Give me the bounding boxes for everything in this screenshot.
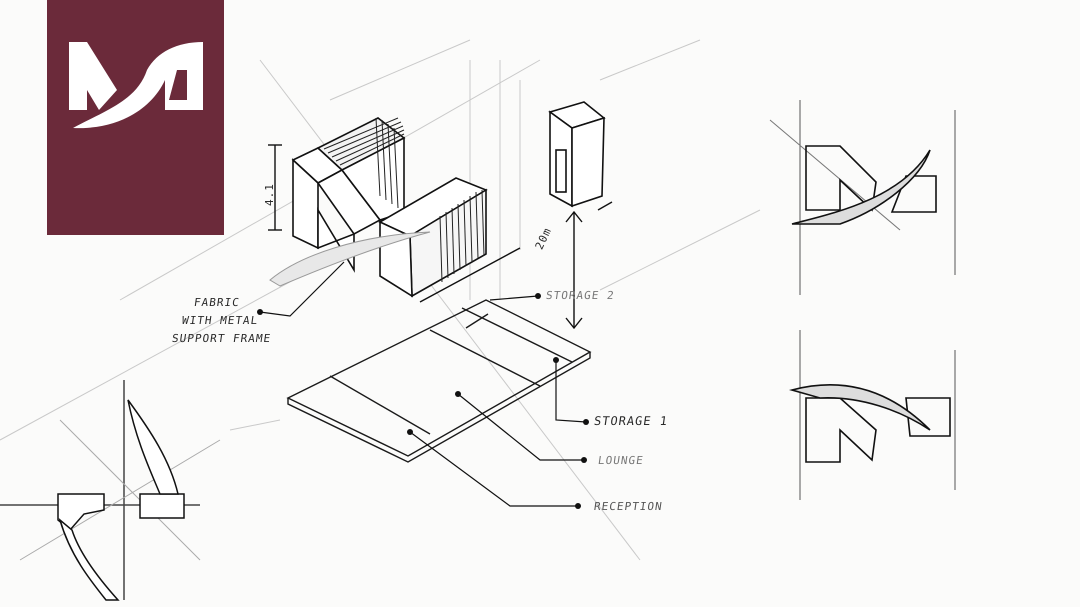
storage-tower: [548, 101, 606, 208]
label-lounge: LOUNGE: [597, 454, 645, 467]
label-fabric-line3: SUPPORT FRAME: [171, 332, 273, 345]
label-dimension-height: 4.1: [262, 183, 276, 206]
right-block-hatching: [439, 189, 485, 283]
logo-construction-sketch-left: [0, 380, 221, 601]
dimension-markers: [268, 144, 613, 330]
logo-sketch-top-right: [769, 100, 956, 295]
construction-lines: [0, 39, 761, 561]
label-fabric-line2: WITH METAL: [181, 314, 260, 327]
brand-logo: [47, 0, 224, 235]
label-storage-1: STORAGE 1: [593, 414, 670, 428]
left-block-hatching: [323, 117, 405, 209]
label-storage-2: STORAGE 2: [545, 289, 616, 302]
leader-dots: [257, 293, 589, 509]
fabric-swoosh: [269, 231, 431, 287]
logo-sketch-bottom-right: [788, 330, 956, 500]
floor-plan-slab: [286, 299, 592, 463]
leader-lines: [259, 261, 587, 507]
label-reception: RECEPTION: [593, 500, 664, 513]
label-fabric-line1: FABRIC: [193, 296, 241, 309]
